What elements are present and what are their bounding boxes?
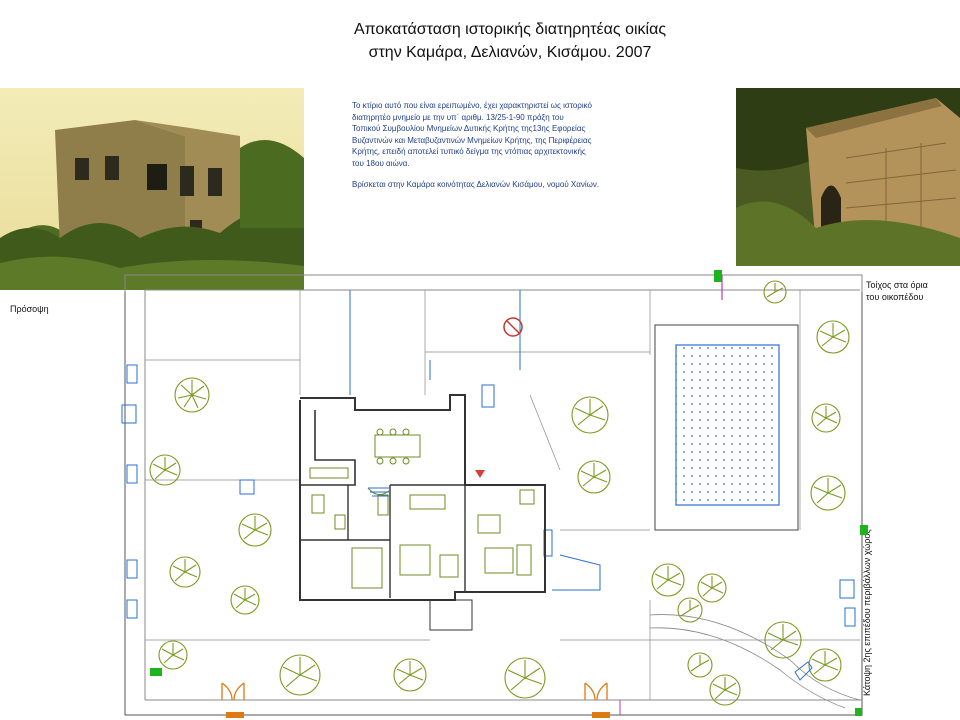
tree	[174, 377, 210, 413]
furniture	[309, 428, 535, 589]
tree	[816, 320, 850, 354]
facade-photo	[0, 88, 304, 290]
title-line-1: Αποκατάσταση ιστορικής διατηρητέας οικία…	[353, 21, 667, 38]
tree	[709, 674, 741, 706]
tree	[810, 475, 846, 511]
tree	[158, 640, 188, 670]
house-plan	[299, 394, 546, 631]
tree	[279, 654, 321, 696]
tree	[677, 597, 703, 623]
tree	[393, 658, 427, 692]
north-markers	[150, 270, 868, 716]
tree	[149, 454, 181, 486]
wall-caption: Τοίχος στα όρια του οικοπέδου	[866, 280, 928, 302]
tree	[571, 396, 609, 434]
description-paragraph-2: Βρίσκεται στην Καμάρα κοινότητας Δελιανώ…	[352, 179, 600, 189]
tree	[697, 573, 727, 603]
page-title: Αποκατάσταση ιστορικής διατηρητέας οικία…	[300, 18, 720, 64]
bridge-icon	[794, 661, 813, 681]
tree	[763, 280, 787, 304]
tree	[808, 648, 842, 682]
tree	[504, 657, 546, 699]
wall-photo	[736, 88, 960, 266]
tree	[577, 460, 611, 494]
swimming-pool	[654, 324, 799, 531]
entrance-arrow-icon	[475, 470, 485, 478]
stair-icon	[368, 487, 390, 497]
facade-caption: Πρόσοψη	[10, 304, 49, 314]
tree	[238, 513, 272, 547]
garden-path	[649, 614, 861, 709]
tree	[169, 556, 201, 588]
tree	[687, 652, 713, 678]
tree	[764, 621, 802, 659]
entrance-gates	[221, 682, 610, 718]
tree	[811, 403, 841, 433]
plot-boundary	[124, 274, 863, 716]
no-sign-icon	[503, 317, 523, 337]
description: Το κτίριο αυτό που είναι ερειπωμένο, έχε…	[352, 100, 692, 199]
grid-lines	[145, 290, 860, 700]
trees	[149, 280, 850, 706]
tree	[230, 585, 260, 615]
description-paragraph-1: Το κτίριο αυτό που είναι ερειπωμένο, έχε…	[352, 101, 592, 168]
title-line-2: στην Καμάρα, Δελιανών, Κισάμου. 2007	[368, 44, 652, 61]
tree	[651, 563, 685, 597]
